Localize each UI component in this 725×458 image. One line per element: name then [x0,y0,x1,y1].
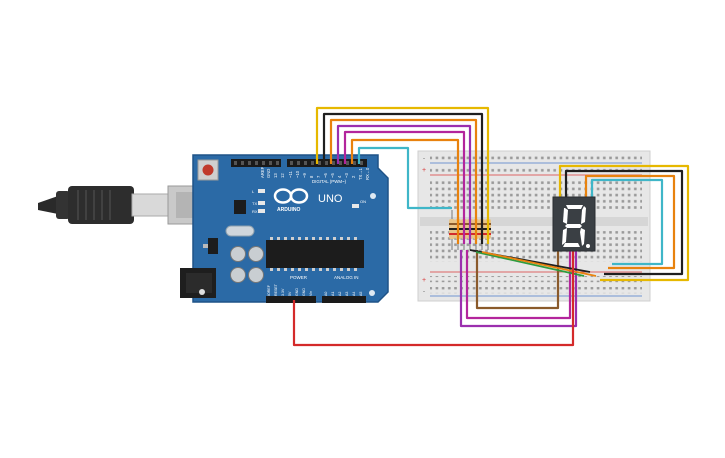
power-header [266,296,316,303]
segment-b [581,206,586,224]
arduino-logo-text: ARDUINO [277,207,300,213]
board-model-label: UNO [318,193,343,205]
wire-brown-lower[interactable] [475,250,560,310]
pin-label-a3: A3 [345,292,349,296]
capacitor-3 [230,267,246,283]
wire-cyan-upper[interactable] [357,146,452,210]
wire-red-power[interactable] [292,250,575,347]
wire-yellow-upper[interactable] [315,106,490,244]
rx-led [258,209,265,213]
capacitor-4 [248,267,264,283]
arduino-uno-board[interactable]: AREF GND 13 12 ~11 ~10 ~9 8 7 ~6 ~5 4 ~3… [180,154,389,303]
top-rail-minus[interactable] [430,154,642,161]
segment-g [565,224,582,228]
wire-purple-lower[interactable] [459,250,578,328]
wire-cyan-right[interactable] [590,178,664,266]
resistor-1[interactable] [449,210,455,250]
pin-label-gnd-1: GND [295,288,299,296]
l-led-label: L [252,189,255,194]
rx-led-label: RX [252,209,258,214]
usb-cable[interactable] [38,185,217,225]
analog-header-label: ANALOG IN [334,275,359,280]
capacitor-1 [230,246,246,262]
jumper-wires [292,106,690,347]
bottom-rail-plus-label: + [422,277,426,284]
wire-orange-diagonal[interactable] [481,251,597,277]
on-led [352,204,359,208]
tx-led-label: TX [252,201,257,206]
bottom-rail-minus[interactable] [430,287,642,294]
pin-label-8: 8 [309,175,314,178]
pin-label-a2: A2 [338,292,342,296]
pin-label-1: TX→1 [358,167,363,180]
pin-label-2: 2 [351,175,356,178]
pin-label-a0: A0 [324,292,328,296]
segment-e [562,228,567,245]
center-channel [420,217,648,226]
digital-header-label: DIGITAL (PWM~) [312,179,347,184]
pin-label-13: 13 [273,173,278,178]
wire-yellow-right[interactable] [558,164,690,282]
pin-label-7: 7 [316,175,321,178]
pin-label-gnd: GND [266,169,271,178]
top-rail-plus-label: + [422,167,426,174]
segment-c [580,228,585,246]
bottom-rail-minus-label: - [423,289,425,295]
seven-segment-digit [562,205,590,248]
segment-d [563,243,580,247]
atmega-microcontroller [266,240,364,268]
pin-label-0: RX←0 [365,167,370,180]
wire-purple2-lower[interactable] [465,250,572,320]
top-rail-minus-label: - [423,156,425,162]
power-header-label: POWER [290,275,308,280]
l-led [258,189,265,193]
pin-label-ioref: IOREF [267,284,271,296]
pin-label-12: 12 [280,173,285,178]
wire-black-upper[interactable] [322,112,484,244]
top-rail-plus[interactable] [430,166,642,173]
wire-orange2-upper[interactable] [350,138,460,244]
wire-green-diagonal[interactable] [475,251,585,277]
crystal [225,225,255,237]
bottom-rail-plus[interactable] [430,276,642,283]
wire-magenta-upper[interactable] [343,130,466,244]
top-terminal-strip[interactable] [430,180,642,211]
pin-label-3v3: 3.3V [281,288,285,296]
voltage-regulator [208,238,218,254]
wire-orange-right[interactable] [584,174,676,270]
pin-label-5: ~5 [330,173,335,178]
capacitor-2 [248,246,264,262]
pin-label-3: ~3 [344,173,349,178]
segment-dp [586,244,590,248]
pin-label-a1: A1 [331,292,335,296]
seven-segment-display[interactable] [552,196,596,252]
wire-orange-upper[interactable] [329,118,478,244]
segment-a [566,205,583,209]
pin-label-a4: A4 [352,292,356,296]
wire-purple-upper[interactable] [336,124,472,244]
pin-label-11: ~11 [288,171,293,178]
wire-black-right[interactable] [564,169,684,276]
on-led-label: ON [360,199,366,204]
segment-f [563,208,568,224]
pin-label-vin: Vin [309,291,313,296]
pin-label-reset: RESET [274,283,278,296]
pin-label-5v: 5V [288,291,292,296]
analog-header [322,296,366,303]
pin-label-gnd-2: GND [302,288,306,296]
pin-label-4: 4 [337,175,342,178]
pin-label-a5: A5 [359,292,363,296]
arduino-logo: ARDUINO [273,188,309,213]
pin-label-9: ~9 [302,173,307,178]
pin-label-10: ~10 [295,170,300,178]
pin-label-6: ~6 [323,173,328,178]
tx-led [258,201,265,205]
pin-label-aref: AREF [260,166,265,178]
usb-chip [234,200,246,214]
